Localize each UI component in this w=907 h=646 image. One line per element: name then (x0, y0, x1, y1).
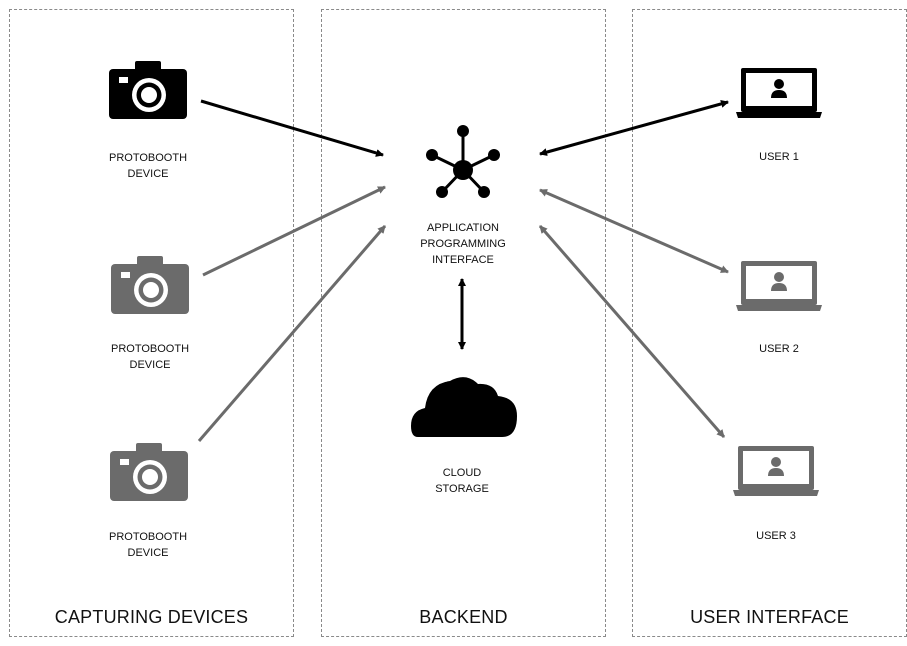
device-label-line: DEVICE (127, 168, 169, 180)
storage-label-line: CLOUD (442, 467, 482, 479)
arrow-device1-to-api (200, 99, 384, 157)
api-label: APPLICATION PROGRAMMING INTERFACE (402, 220, 524, 268)
camera-icon (110, 443, 188, 501)
arrow-device2-to-api (202, 185, 386, 277)
device-label-line: PROTOBOOTH (108, 152, 188, 164)
storage-label-line: STORAGE (435, 483, 489, 495)
network-hub-icon (426, 125, 500, 198)
panel-title-user-interface: USER INTERFACE (690, 607, 849, 627)
cloud-icon (411, 377, 517, 437)
device-label: PROTOBOOTH DEVICE (90, 341, 210, 373)
device-label: PROTOBOOTH DEVICE (88, 150, 208, 182)
panel-title-capturing-devices: CAPTURING DEVICES (54, 607, 249, 627)
capturing-devices-panel: CAPTURING DEVICES (9, 9, 294, 637)
api-label-line: INTERFACE (432, 254, 494, 266)
api-label-line: PROGRAMMING (420, 238, 506, 250)
device-label-line: PROTOBOOTH (110, 343, 190, 355)
user-label: USER 2 (759, 343, 799, 355)
api-label-line: APPLICATION (427, 222, 499, 234)
user-label: USER 1 (759, 151, 799, 163)
device-label-line: PROTOBOOTH (108, 531, 188, 543)
user-label: USER 3 (756, 530, 796, 542)
panel-title-backend: BACKEND (419, 607, 508, 627)
camera-icon (109, 61, 187, 119)
arrow-api-user3 (538, 225, 726, 438)
device-label-line: DEVICE (127, 547, 169, 559)
arrow-api-user1 (539, 100, 729, 156)
device-label: PROTOBOOTH DEVICE (88, 529, 208, 561)
laptop-icon (736, 261, 822, 311)
laptop-icon (733, 446, 819, 496)
storage-label: CLOUD STORAGE (412, 465, 512, 497)
device-label-line: DEVICE (129, 359, 171, 371)
camera-icon (111, 256, 189, 314)
laptop-icon (736, 68, 822, 118)
arrow-device3-to-api (197, 225, 387, 442)
